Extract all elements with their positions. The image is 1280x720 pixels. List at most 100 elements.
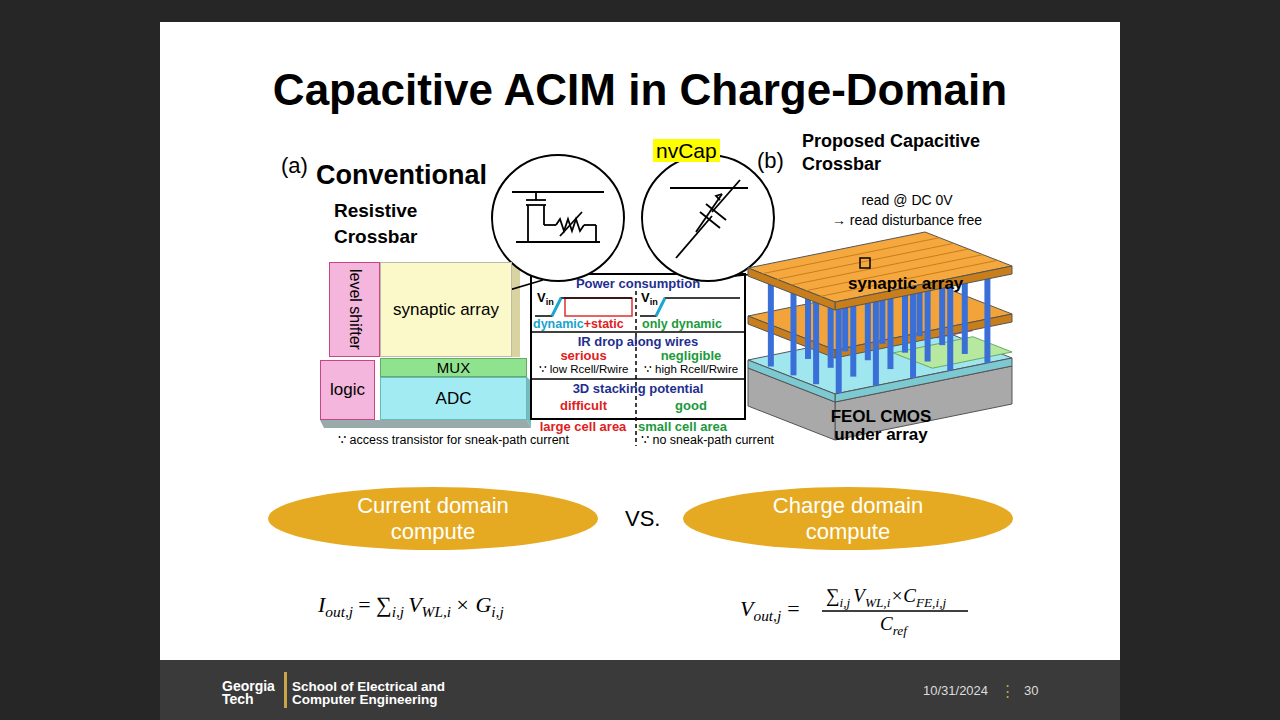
cell-marker [860,258,870,268]
label-group: Vout,j= [740,596,800,625]
label-text: V [740,596,753,621]
node-text: level shifter [346,269,364,350]
label-text: 30 [1024,683,1038,698]
compute-ellipse: Current domain compute [268,487,598,550]
label-text: large cell area [540,419,627,434]
label-text: V [404,592,421,617]
label-group: VS. [625,506,660,532]
via-pillar [836,303,842,393]
label-group: IR drop along wires [531,334,745,349]
label-text: Power consumption [576,276,700,291]
label-text: synaptic array [848,274,963,293]
label-text: ref [893,623,907,638]
label-text: FEOL CMOS under array [831,407,932,444]
label-group: large cell area [531,419,635,434]
label-text: FE,i,j [916,595,946,610]
label-text: 3D stacking potential [573,381,704,396]
static-power-area [565,298,632,316]
label-group: 10/31/2024 [923,683,988,698]
label-text: Georgia [222,680,275,693]
label-text: Conventional [316,160,487,190]
label-text: ∵ no sneak-path current [641,433,774,447]
label-text: (a) [281,153,308,178]
label-text: only dynamic [642,317,722,331]
node-text: Current domain compute [338,493,528,545]
label-text: ∵ high Rcell/Rwire [644,363,738,375]
label-group: small cell area [638,419,727,434]
label-text: WL,i [865,595,891,610]
input-waveform [535,298,632,316]
label-text: nvCap [653,139,720,162]
label-group: Vin [641,290,658,307]
label-text: I [318,592,325,617]
label-text: Tech [222,693,275,706]
label-group: 3D stacking potential [531,381,745,396]
label-text: ∵ access transistor for sneak-path curre… [338,433,569,447]
label-group: Vin [537,290,554,307]
via-pillar [813,294,819,384]
via-pillar [790,285,796,375]
block-synaptic-array: synaptic array [380,262,512,357]
label-text: out,j [753,607,781,624]
block-edge [320,420,531,428]
slide-title: Capacitive ACIM in Charge-Domain [160,64,1120,116]
node-text: ADC [436,389,472,409]
label-text: = [781,596,799,621]
label-text: V [850,585,865,606]
via-pillar [873,295,879,385]
label-group: good [637,398,745,413]
label-text: ∑ [826,585,840,606]
label-text: ×C [890,585,916,606]
electrode-strip [777,243,954,279]
label-group: Resistive Crossbar [334,198,434,250]
label-group: Cref [880,613,907,639]
top-electrode-plate [835,266,1012,310]
label-group: Iout,j= ∑i,jVWL,i× Gi,j [318,592,504,621]
label-text: dynamic [533,317,584,331]
block-logic: logic [320,360,375,420]
label-group: only dynamic [642,317,722,331]
comparison-table [531,274,745,419]
label-text: serious [560,348,606,363]
label-group: ⋮ [1000,682,1015,700]
label-group: ∵ access transistor for sneak-path curre… [338,432,569,447]
label-group: read @ DC 0V [812,192,1002,208]
label-text: i,j [392,603,404,620]
label-text: VS. [625,506,660,531]
label-text: (b) [757,148,784,173]
label-group: ∵ no sneak-path current [641,432,774,447]
logo-divider [284,672,287,708]
label-group: Power consumption [531,276,745,291]
label-text: in [546,297,554,307]
label-text: good [675,398,707,413]
top-electrode-plate [748,268,835,310]
via-pillar [910,288,916,378]
label-text: × G [451,592,491,617]
label-text: School of Electrical and [292,680,445,693]
electrode-strip [763,238,940,274]
label-text: in [650,297,658,307]
label-text: out,j [325,603,353,620]
label-group: ∵ low Rcell/Rwire [531,362,636,376]
label-text: i,j [491,603,503,620]
block-edge [512,262,520,357]
label-text: negligible [661,348,722,363]
label-text: small cell area [638,419,727,434]
label-text: C [880,613,893,634]
label-text: V [537,290,546,305]
label-text: Resistive Crossbar [334,200,417,247]
label-text: Proposed Capacitive Crossbar [802,131,980,174]
label-text: Computer Engineering [292,693,445,706]
block-mux: MUX [380,358,527,377]
compute-ellipse: Charge domain compute [683,487,1013,550]
label-group: dynamic+static [533,317,624,331]
label-group: nvCap [653,139,720,163]
label-text: IR drop along wires [578,334,699,349]
label-text: WL,i [422,603,452,620]
zoom-circle [642,155,774,281]
label-group: ∑i,jVWL,i×CFE,i,j [826,585,946,611]
fraction-bar [822,610,968,611]
label-group: → read disturbance free [812,212,1002,228]
label-text: read @ DC 0V [861,192,952,208]
electrode-strip [821,260,998,296]
